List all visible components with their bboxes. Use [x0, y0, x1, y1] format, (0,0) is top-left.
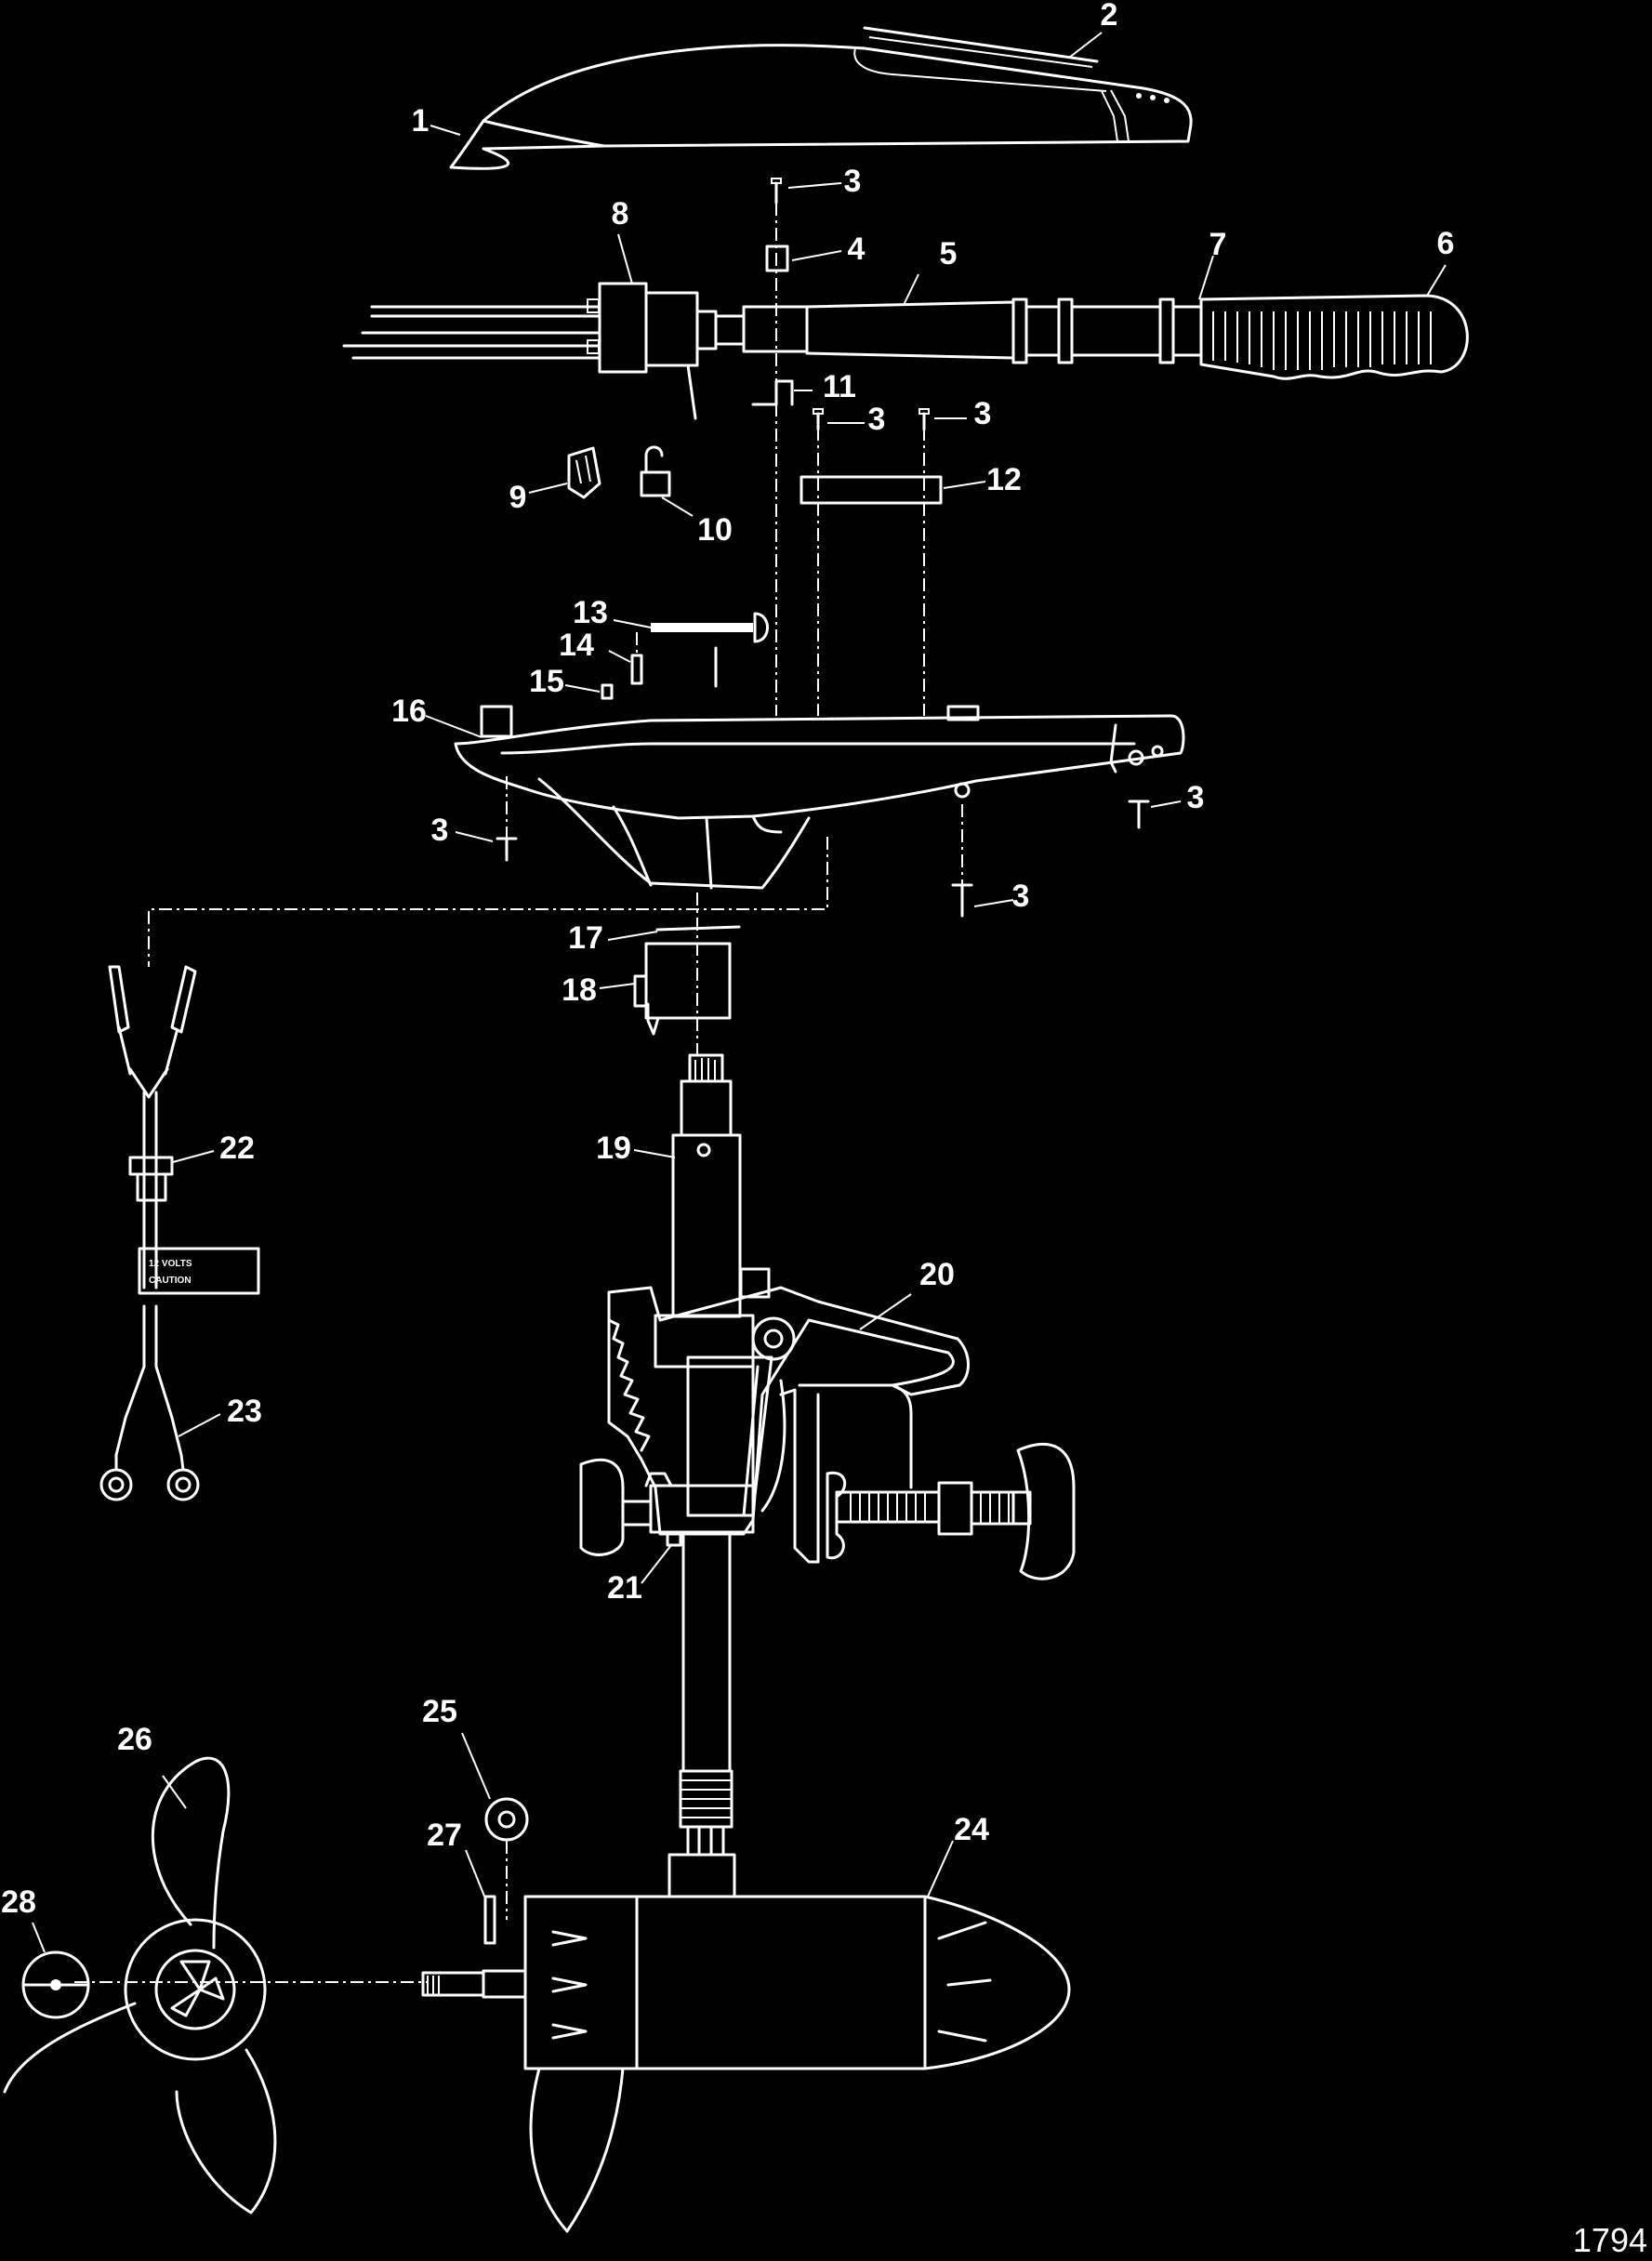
steering-shaft — [671, 1053, 742, 1773]
screw-3-lower-right — [951, 883, 973, 918]
part-12-plate — [800, 475, 943, 505]
part-18-bracket — [633, 942, 732, 1036]
callout-4: 4 — [848, 231, 866, 267]
part-15-spring — [601, 683, 614, 700]
callout-22: 22 — [219, 1130, 255, 1166]
battery-leads — [99, 965, 260, 1501]
callout-7: 7 — [1209, 227, 1227, 262]
screw-3-side — [1128, 800, 1150, 829]
anode-25 — [484, 1797, 529, 1842]
callout-28: 28 — [1, 1884, 36, 1920]
callout-14: 14 — [559, 628, 594, 663]
callout-2: 2 — [1101, 0, 1118, 33]
callout-21: 21 — [607, 1570, 642, 1606]
callout-3-b: 3 — [868, 402, 886, 437]
prop-nut-28 — [21, 1950, 90, 2019]
callout-23: 23 — [227, 1394, 262, 1429]
callout-5: 5 — [940, 236, 958, 271]
wire-path — [148, 837, 828, 967]
part-17-washer — [655, 925, 741, 932]
callout-19: 19 — [596, 1130, 631, 1166]
callout-3-a: 3 — [844, 164, 862, 199]
callout-3-f: 3 — [1012, 879, 1030, 914]
callout-13: 13 — [573, 595, 608, 630]
clip-4 — [765, 245, 789, 272]
handle-grip-texture — [1212, 311, 1432, 370]
speed-switch — [342, 282, 746, 420]
screw-3-top — [771, 178, 782, 205]
propeller — [3, 1756, 277, 2215]
callout-17: 17 — [568, 920, 603, 956]
decal-line-2: CAUTION — [149, 1276, 192, 1286]
tiller-handle — [742, 294, 1469, 380]
callout-26: 26 — [117, 1722, 152, 1757]
callout-25: 25 — [422, 1694, 457, 1729]
decal-strip — [863, 26, 1099, 68]
leader-lines — [32, 32, 1447, 1953]
part-13-pin — [651, 612, 769, 688]
decal-line-1: 12 VOLTS — [149, 1259, 192, 1269]
part-14-spacer — [630, 632, 643, 685]
clamp-bracket — [579, 1267, 1076, 1580]
drive-pin-27 — [483, 1895, 496, 1945]
callout-16: 16 — [391, 694, 427, 729]
top-cover — [449, 44, 1193, 170]
motor-head-base — [454, 705, 1185, 890]
screw-3-mid-left — [813, 408, 824, 431]
callout-20: 20 — [919, 1257, 955, 1292]
trolling-motor — [421, 1853, 1071, 2233]
figure-number: 1794 — [1573, 2221, 1647, 2259]
screw-3-mid-right — [919, 408, 930, 431]
part-9-clip — [567, 446, 601, 499]
callout-8: 8 — [612, 196, 629, 231]
callouts: 1 2 3 4 5 6 7 8 9 10 11 3 3 12 13 14 15 … — [1, 0, 1454, 1920]
part-21-pin — [666, 1532, 682, 1547]
callout-27: 27 — [427, 1818, 462, 1853]
callout-15: 15 — [529, 664, 564, 699]
callout-3-d: 3 — [431, 813, 449, 848]
callout-24: 24 — [954, 1812, 989, 1847]
screw-3-lower-left — [496, 837, 518, 862]
callout-10: 10 — [697, 512, 733, 548]
callout-3-e: 3 — [1187, 780, 1205, 815]
callout-3-c: 3 — [974, 396, 992, 431]
lower-shaft-threads — [679, 1769, 733, 1857]
part-10-lock — [640, 445, 671, 497]
callout-9: 9 — [509, 480, 527, 515]
callout-1: 1 — [412, 103, 430, 139]
callout-18: 18 — [562, 972, 597, 1008]
callout-6: 6 — [1437, 226, 1455, 261]
clip-11 — [751, 379, 794, 406]
callout-12: 12 — [986, 462, 1022, 497]
callout-11: 11 — [823, 369, 856, 404]
